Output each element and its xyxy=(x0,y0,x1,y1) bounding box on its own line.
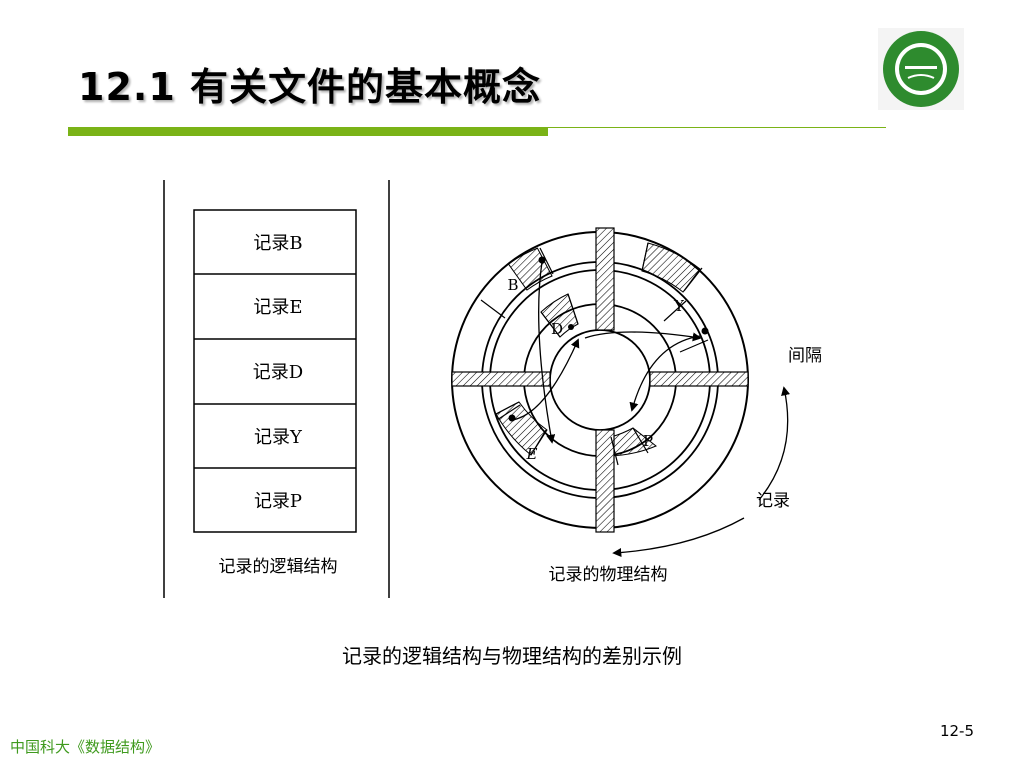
logical-record-1: 记录B xyxy=(253,233,302,254)
gap-label: 间隔 xyxy=(788,346,822,366)
title-underline-thick xyxy=(68,127,548,136)
record-label: 记录 xyxy=(756,491,790,511)
sector-label-b: B xyxy=(507,276,518,294)
sector-label-e: E xyxy=(526,445,538,463)
page-number: 12-5 xyxy=(939,722,974,740)
logical-record-4: 记录Y xyxy=(254,427,303,448)
logical-structure: 记录B 记录E 记录D 记录Y 记录P 记录的逻辑结构 xyxy=(163,180,390,598)
physical-structure: B D Y E P 间隔 记录 记录的物理结构 xyxy=(451,227,822,585)
logical-record-3: 记录D xyxy=(253,362,303,383)
sector-label-y: Y xyxy=(673,297,685,315)
logical-record-5: 记录P xyxy=(254,491,302,512)
university-logo xyxy=(878,28,964,110)
title-underline-thin xyxy=(548,127,886,128)
physical-structure-label: 记录的物理结构 xyxy=(549,565,668,585)
figure-caption: 记录的逻辑结构与物理结构的差别示例 xyxy=(342,644,682,668)
slide-title: 12.1 有关文件的基本概念 xyxy=(78,65,541,109)
sector-label-d: D xyxy=(551,320,563,338)
logical-record-2: 记录E xyxy=(253,297,302,318)
logical-structure-label: 记录的逻辑结构 xyxy=(219,557,338,577)
sector-label-p: P xyxy=(643,432,653,450)
footer-course: 中国科大《数据结构》 xyxy=(10,738,161,756)
